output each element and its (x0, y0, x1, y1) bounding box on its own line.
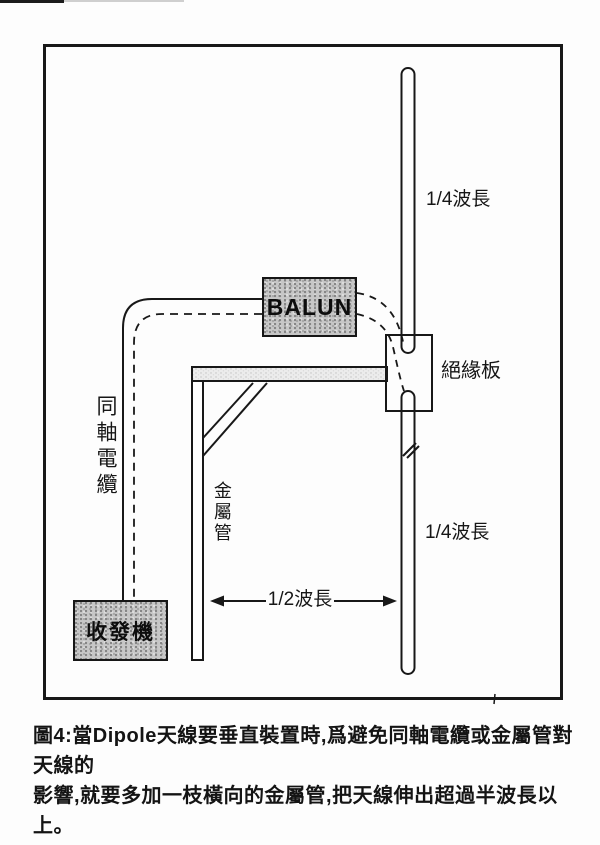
antenna-upper-element (400, 67, 416, 354)
label-half-wave: 1/2波長 (267, 589, 333, 610)
caption-line-1: 圖4:當Dipole天線要垂直裝置時,爲避免同軸電纜或金屬管對天線的 (33, 725, 573, 777)
arrowhead-left (210, 595, 224, 607)
metal-pipe-vertical (191, 366, 204, 661)
metal-pipe-horizontal (191, 366, 388, 382)
insulator-board (385, 334, 433, 412)
label-insulator-board: 絕緣板 (441, 360, 501, 382)
figure-frame (43, 44, 563, 700)
scan-artifact-strip-light (64, 0, 184, 2)
arrowhead-right (383, 595, 397, 607)
balun-box: BALUN (262, 277, 357, 337)
feed-line-lower-dashed (356, 313, 405, 392)
pipe-brace (202, 382, 268, 457)
label-coax-cable: 同軸電纜 (94, 395, 118, 499)
feed-line-upper-dashed (356, 292, 405, 348)
coax-cable-inner-dashed-line (133, 313, 262, 600)
label-quarter-wave-bottom: 1/4波長 (425, 522, 490, 543)
label-metal-pipe: 金屬管 (211, 481, 232, 544)
scan-tick-mark (493, 693, 496, 705)
coax-cable-outer-line (122, 298, 262, 600)
antenna-lower-element (400, 390, 416, 675)
caption-line-2: 影響,就要多加一枝橫向的金屬管,把天線伸出超過半波長以上。 (33, 785, 558, 837)
figure-caption: 圖4:當Dipole天線要垂直裝置時,爲避免同軸電纜或金屬管對天線的 影響,就要… (33, 721, 578, 841)
element-break-mark (402, 442, 420, 459)
scan-artifact-strip (0, 0, 64, 3)
balun-label: BALUN (266, 293, 353, 320)
transceiver-label: 收發機 (86, 620, 155, 644)
transceiver-box: 收發機 (73, 600, 168, 661)
label-quarter-wave-top: 1/4波長 (426, 189, 491, 210)
